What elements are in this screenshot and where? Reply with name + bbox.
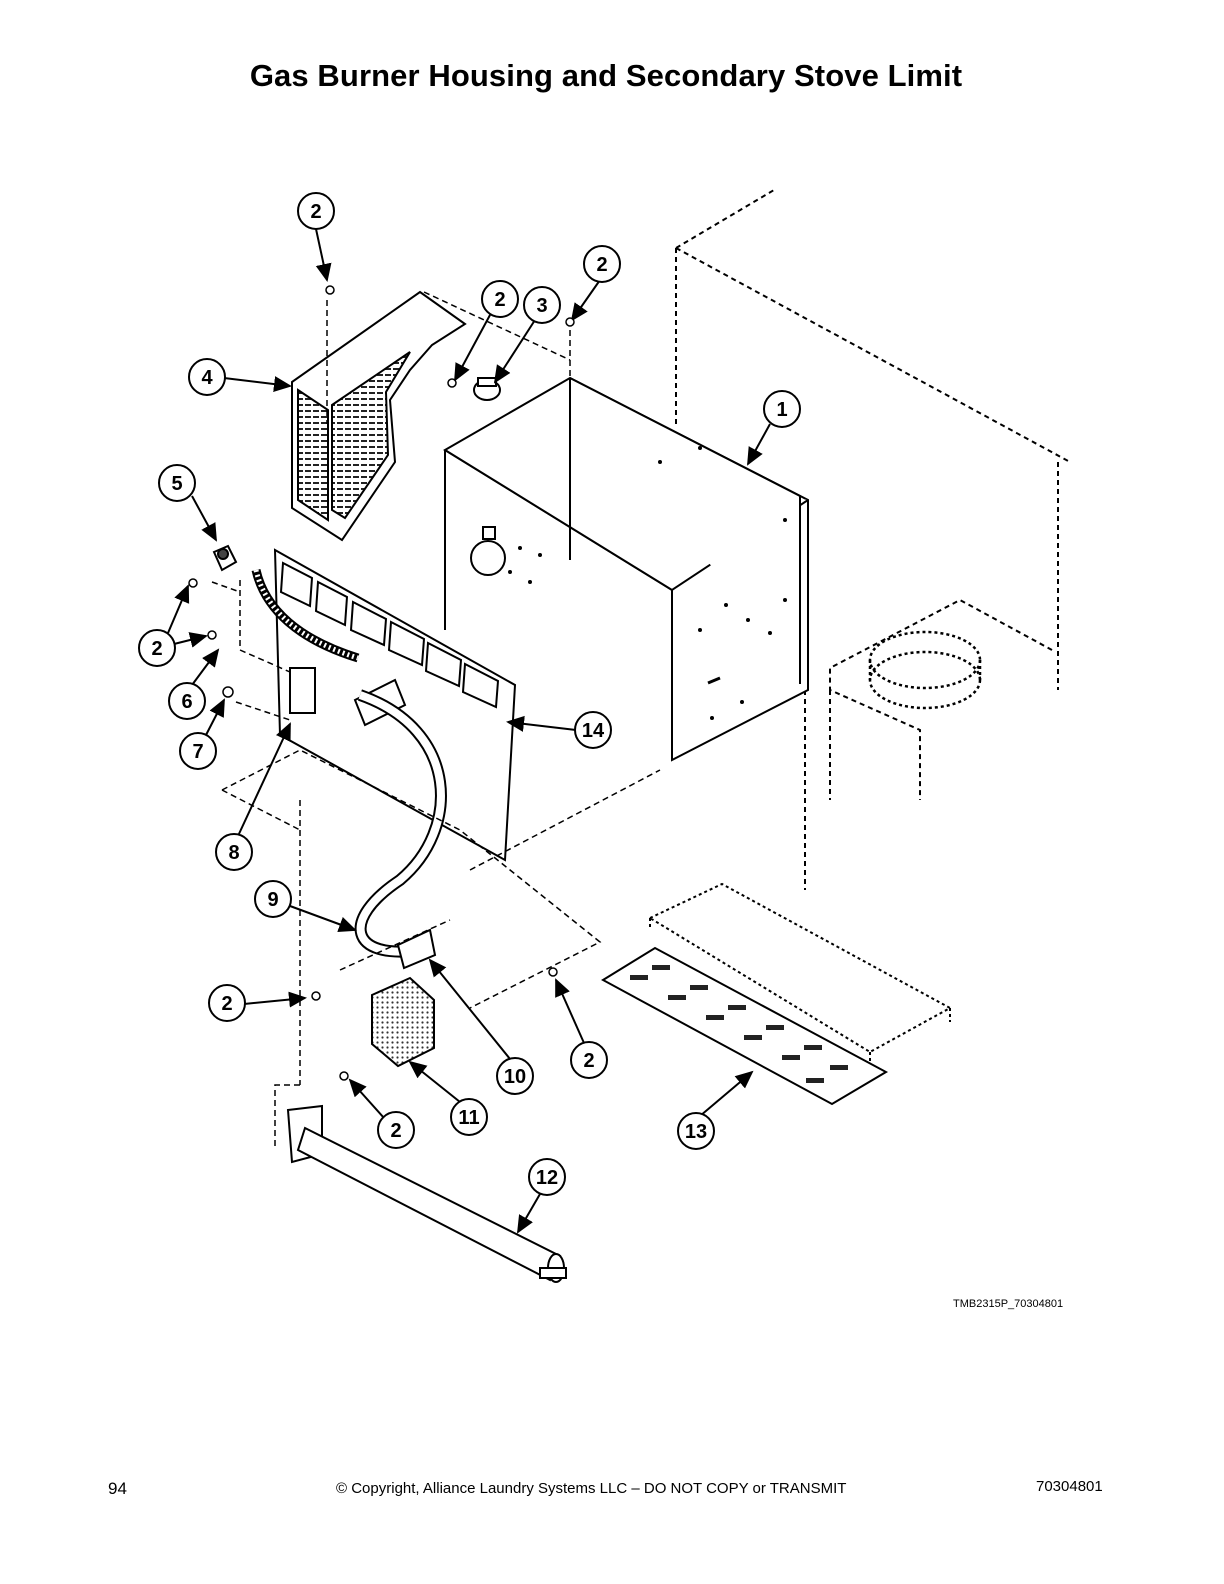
callout-number: 5 bbox=[171, 473, 182, 495]
callout-number: 8 bbox=[228, 842, 239, 864]
callout-circle bbox=[208, 984, 246, 1022]
callout-circle bbox=[528, 1158, 566, 1196]
callout-number: 2 bbox=[494, 289, 505, 311]
callout-number: 2 bbox=[310, 201, 321, 223]
callout-circle bbox=[168, 682, 206, 720]
callout-circle bbox=[450, 1098, 488, 1136]
slotted-plate bbox=[601, 946, 889, 1106]
callout-number: 7 bbox=[192, 741, 203, 763]
cabinet-outline bbox=[675, 189, 1071, 890]
callout-circle bbox=[570, 1041, 608, 1079]
igniter bbox=[396, 928, 437, 970]
callout-number: 2 bbox=[390, 1120, 401, 1142]
callout-circle bbox=[677, 1112, 715, 1150]
callout-number: 10 bbox=[504, 1066, 526, 1088]
callout-circle bbox=[496, 1057, 534, 1095]
callout-circle bbox=[523, 286, 561, 324]
document-number: 70304801 bbox=[1036, 1478, 1103, 1495]
callout-circle bbox=[377, 1111, 415, 1149]
copyright-notice: © Copyright, Alliance Laundry Systems LL… bbox=[336, 1480, 847, 1497]
exhaust-collar bbox=[868, 630, 982, 710]
callout-circle bbox=[297, 192, 335, 230]
callout-circle bbox=[574, 711, 612, 749]
clip bbox=[212, 544, 238, 572]
page-title: Gas Burner Housing and Secondary Stove L… bbox=[249, 58, 963, 93]
callout-number: 13 bbox=[685, 1121, 707, 1143]
drawing-id: TMB2315P_70304801 bbox=[953, 1298, 1064, 1310]
screws bbox=[188, 285, 575, 1081]
callout-circle bbox=[254, 880, 292, 918]
callout-number: 12 bbox=[536, 1167, 558, 1189]
callout-number: 3 bbox=[536, 295, 547, 317]
callout-circle bbox=[179, 732, 217, 770]
callout-circle bbox=[138, 629, 176, 667]
page-number: 94 bbox=[108, 1479, 127, 1498]
burner-housing bbox=[443, 376, 809, 762]
callout-circle bbox=[215, 833, 253, 871]
mesh-screen bbox=[371, 976, 435, 1068]
callout-circle bbox=[481, 280, 519, 318]
callout-circles bbox=[138, 192, 801, 1196]
base-tray bbox=[647, 882, 953, 1064]
callout-number: 2 bbox=[221, 993, 232, 1015]
conduit bbox=[251, 568, 447, 958]
callout-circle bbox=[583, 245, 621, 283]
callout-number: 11 bbox=[458, 1107, 479, 1129]
burner-tube bbox=[286, 1104, 567, 1283]
callout-number: 2 bbox=[596, 254, 607, 276]
leader-lines bbox=[167, 228, 771, 1234]
limit-switch bbox=[473, 377, 501, 401]
callout-circle bbox=[763, 390, 801, 428]
callout-number: 6 bbox=[181, 691, 192, 713]
callout-number: 9 bbox=[267, 889, 278, 911]
callout-circle bbox=[158, 464, 196, 502]
callout-number: 4 bbox=[201, 367, 213, 389]
alignment-lines bbox=[211, 291, 661, 1150]
louvered-cover bbox=[291, 290, 467, 542]
callout-number: 2 bbox=[151, 638, 162, 660]
callout-number: 2 bbox=[583, 1050, 594, 1072]
callout-number: 14 bbox=[582, 720, 605, 742]
burner-panel bbox=[273, 548, 517, 862]
callout-circle bbox=[188, 358, 226, 396]
callout-number: 1 bbox=[776, 399, 787, 421]
